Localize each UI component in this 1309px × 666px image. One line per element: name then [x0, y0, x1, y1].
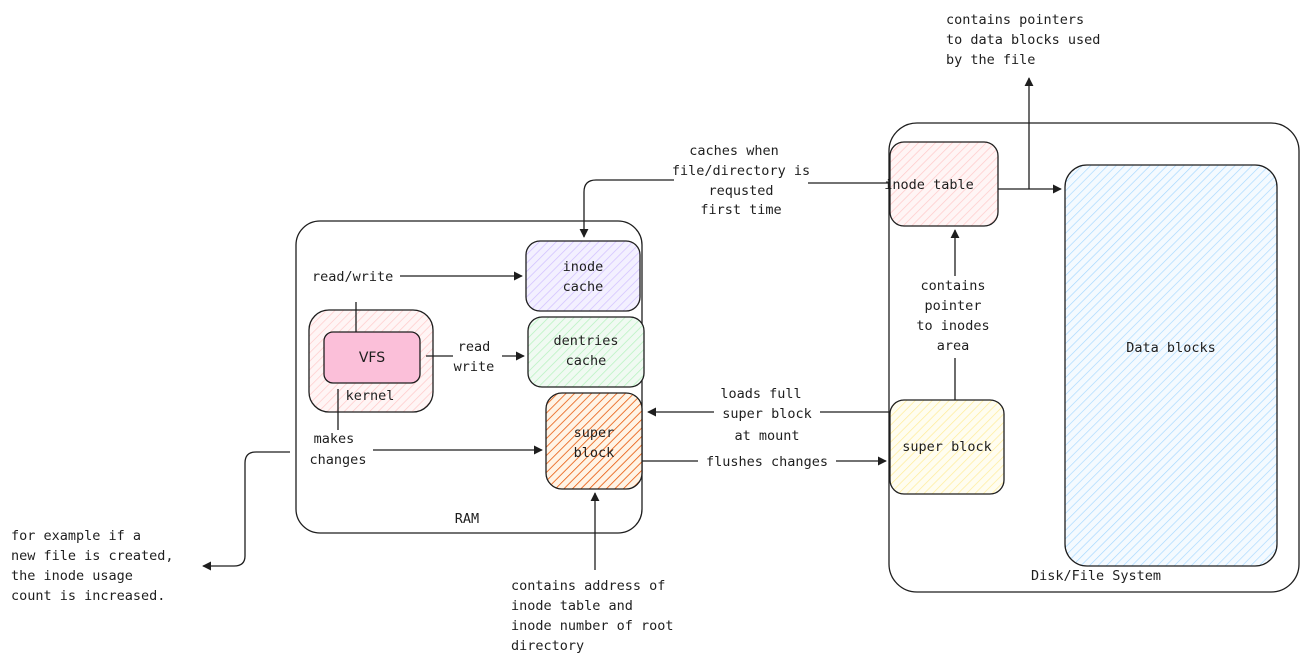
edge-caches-when-to-inode-cache [584, 179, 890, 237]
flushes-changes-label: flushes changes [706, 454, 828, 470]
super-block-ram-label-line-2: block [574, 445, 615, 461]
dentries-cache-label-line-1: dentries [553, 333, 618, 349]
pointers-note-line-3: by the file [946, 52, 1035, 68]
caches-when-label-line-4: first time [700, 202, 781, 218]
contains-pointer-label-line-3: to inodes [916, 318, 989, 334]
disk-container [888, 122, 1300, 593]
inode-table-node [889, 141, 999, 227]
inode-cache-node [525, 240, 641, 312]
read-label: read [458, 339, 491, 355]
pointers-note-line-1: contains pointers [946, 12, 1084, 28]
caches-when-label-line-3: requsted [708, 183, 773, 199]
edge-makes-changes-to-super-block [337, 389, 542, 450]
ram-label: RAM [455, 511, 479, 527]
caches-when-label-line-1: caches when [689, 143, 778, 159]
inode-table-label: inode table [884, 177, 973, 193]
read-write-label: read/write [312, 269, 393, 285]
dentries-cache-label-line-2: cache [566, 353, 607, 369]
example-note-line-3: the inode usage [11, 568, 133, 584]
super-block-ram-label-line-1: super [574, 425, 615, 441]
loads-full-label-line-1: loads full [720, 386, 801, 402]
write-label: write [454, 359, 495, 375]
loads-full-label-line-2: super block [722, 406, 811, 422]
super-block-ram-node [545, 392, 643, 490]
address-note-line-3: inode number of root [511, 618, 674, 634]
super-block-disk-node [889, 399, 1005, 495]
makes-label: makes [314, 431, 355, 447]
inode-cache-label-line-2: cache [563, 279, 604, 295]
address-note-line-4: directory [511, 638, 584, 654]
data-blocks-node [1064, 164, 1278, 567]
example-note-line-4: count is increased. [11, 588, 165, 604]
example-note-line-2: new file is created, [11, 548, 174, 564]
pointers-note-line-2: to data blocks used [946, 32, 1100, 48]
loads-full-label-line-3: at mount [734, 428, 799, 444]
contains-pointer-label-line-4: area [937, 338, 970, 354]
data-blocks-label: Data blocks [1126, 340, 1215, 356]
edge-makes-changes-to-example-note [202, 451, 290, 571]
vfs-node [323, 331, 421, 384]
changes-label: changes [310, 452, 367, 468]
caches-when-label-line-2: file/directory is [672, 163, 810, 179]
example-note-line-1: for example if a [11, 528, 141, 544]
edge-read-write-to-inode-cache [355, 276, 522, 332]
super-block-disk-label: super block [902, 439, 991, 455]
disk-label: Disk/File System [1031, 568, 1161, 584]
address-note-line-1: contains address of [511, 578, 665, 594]
contains-pointer-label-line-1: contains [920, 278, 985, 294]
contains-pointer-label-line-2: pointer [925, 298, 982, 314]
vfs-label: VFS [359, 350, 385, 366]
kernel-label: kernel [346, 388, 395, 404]
dentries-cache-node [527, 316, 645, 388]
inode-cache-label-line-1: inode [563, 259, 604, 275]
address-note-line-2: inode table and [511, 598, 633, 614]
